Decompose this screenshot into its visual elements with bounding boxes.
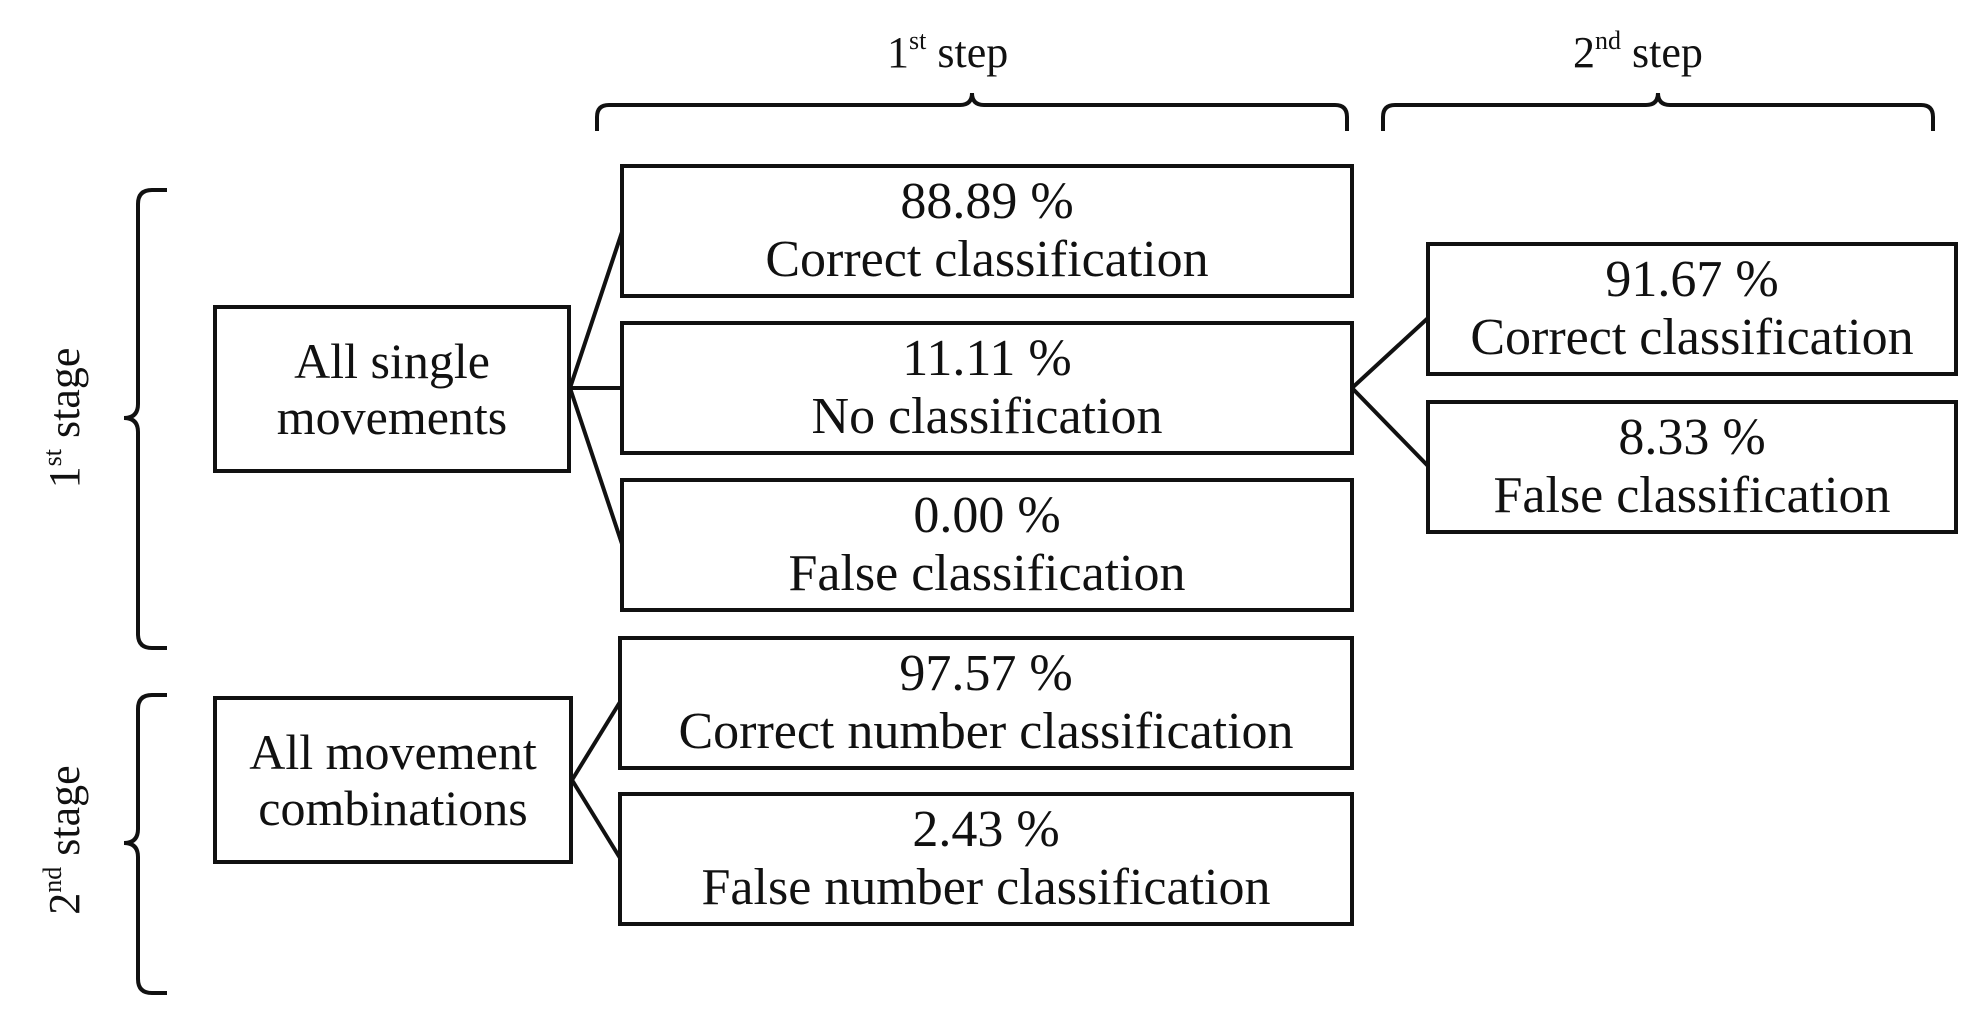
- result-label: Correct classification: [765, 231, 1209, 288]
- stage1-brace: [123, 188, 167, 650]
- step1-none-box: 11.11 % No classification: [620, 321, 1354, 455]
- single-movements-box: All single movements: [213, 305, 571, 473]
- percent-value: 11.11 %: [902, 329, 1072, 387]
- stage2-correct-box: 97.57 % Correct number classification: [618, 636, 1354, 770]
- result-label: Correct number classification: [678, 703, 1294, 760]
- stage2-false-box: 2.43 % False number classification: [618, 792, 1354, 926]
- stage2-brace: [123, 693, 167, 995]
- result-label: No classification: [811, 388, 1163, 445]
- step2-header: 2nd step: [1573, 26, 1703, 77]
- percent-value: 8.33 %: [1618, 408, 1766, 466]
- result-label: False number classification: [701, 859, 1271, 916]
- step2-brace: [1381, 92, 1935, 131]
- percent-value: 97.57 %: [899, 644, 1073, 702]
- connector-combo-correct: [570, 700, 622, 782]
- percent-value: 0.00 %: [913, 486, 1061, 544]
- step2-correct-box: 91.67 % Correct classification: [1426, 242, 1958, 376]
- step2-false-box: 8.33 % False classification: [1426, 400, 1958, 534]
- movement-combinations-box: All movement combinations: [213, 696, 573, 864]
- result-label: False classification: [1493, 467, 1891, 524]
- result-label: False classification: [788, 545, 1186, 602]
- source-line2: combinations: [258, 780, 528, 836]
- percent-value: 91.67 %: [1605, 250, 1779, 308]
- source-line2: movements: [276, 389, 508, 445]
- stage1-label: 1st stage: [38, 347, 89, 489]
- connector-none-correct: [1350, 316, 1430, 390]
- step1-false-box: 0.00 % False classification: [620, 478, 1354, 612]
- connector-combo-false: [570, 778, 622, 860]
- connector-none-false: [1350, 386, 1430, 468]
- source-line1: All movement: [249, 724, 537, 780]
- source-line1: All single: [294, 333, 490, 389]
- step1-correct-box: 88.89 % Correct classification: [620, 164, 1354, 298]
- connector-single-correct: [568, 231, 624, 389]
- connector-single-false: [568, 387, 624, 545]
- percent-value: 88.89 %: [900, 172, 1074, 230]
- result-label: Correct classification: [1470, 309, 1914, 366]
- percent-value: 2.43 %: [912, 800, 1060, 858]
- stage2-label: 2nd stage: [38, 765, 89, 915]
- step1-brace: [595, 92, 1349, 131]
- step1-header: 1st step: [887, 26, 1009, 77]
